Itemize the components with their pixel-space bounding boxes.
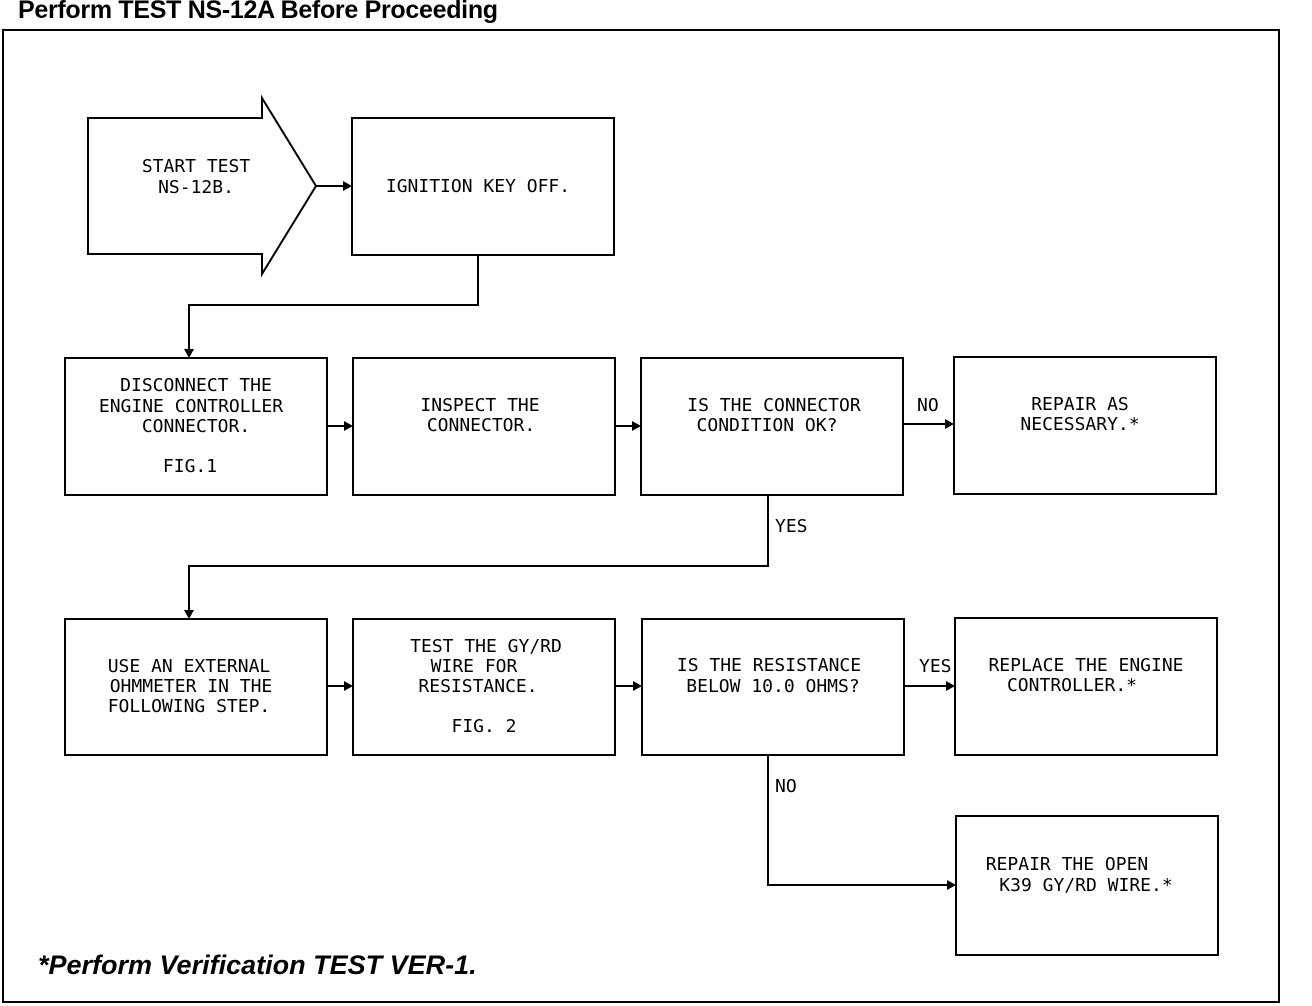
edge-label-resistance-no: NO — [775, 776, 797, 797]
page-title: Perform TEST NS-12A Before Proceeding — [18, 0, 498, 24]
node-inspect-line1: INSPECT THE — [420, 395, 539, 416]
node-ohmmeter-line2: OHMMETER IN THE — [110, 676, 273, 697]
node-disconnect-line1: DISCONNECT THE — [120, 375, 272, 396]
node-ignition-line1: IGNITION KEY OFF. — [386, 176, 570, 197]
node-ohmmeter-line1: USE AN EXTERNAL — [108, 656, 271, 677]
node-repair-open-line1: REPAIR THE OPEN — [986, 854, 1149, 875]
edge-ignition-to-disconnect — [184, 255, 479, 358]
node-disconnect-line3: CONNECTOR. — [142, 416, 250, 437]
edge-label-connector-yes: YES — [775, 516, 808, 537]
node-replace-line2: CONTROLLER.* — [1007, 675, 1137, 696]
edge-label-connector-no: NO — [917, 395, 939, 416]
node-replace: REPLACE THE ENGINE CONTROLLER.* — [954, 617, 1218, 756]
node-test-wire: TEST THE GY/RD WIRE FOR RESISTANCE. FIG.… — [352, 618, 616, 756]
node-start-line1: START TEST — [142, 156, 251, 177]
edge-test-wire-to-resistance — [615, 681, 642, 691]
node-connector-ok-line2: CONDITION OK? — [697, 415, 838, 436]
diagram-frame — [2, 29, 1280, 1003]
node-test-wire-line2: WIRE FOR — [431, 656, 518, 677]
node-repair-open-line2: K39 GY/RD WIRE.* — [999, 875, 1172, 896]
node-repair-necessary-line2: NECESSARY.* — [1020, 414, 1139, 435]
node-inspect: INSPECT THE CONNECTOR. — [352, 357, 616, 496]
node-start: START TEST NS-12B. — [87, 94, 318, 278]
node-resistance: IS THE RESISTANCE BELOW 10.0 OHMS? — [641, 618, 905, 756]
node-connector-ok: IS THE CONNECTOR CONDITION OK? — [640, 357, 904, 496]
node-ohmmeter: USE AN EXTERNAL OHMMETER IN THE FOLLOWIN… — [64, 618, 328, 756]
node-repair-necessary: REPAIR AS NECESSARY.* — [953, 356, 1217, 495]
edge-disconnect-to-inspect — [327, 421, 353, 431]
node-replace-line1: REPLACE THE ENGINE — [988, 655, 1183, 676]
node-test-wire-line3: RESISTANCE. — [418, 676, 537, 697]
node-disconnect-fig: FIG.1 — [163, 456, 217, 477]
node-connector-ok-line1: IS THE CONNECTOR — [687, 395, 861, 416]
node-disconnect: DISCONNECT THE ENGINE CONTROLLER CONNECT… — [64, 357, 328, 496]
node-repair-necessary-line1: REPAIR AS — [1031, 394, 1129, 415]
node-test-wire-line1: TEST THE GY/RD — [410, 636, 562, 657]
edge-resistance-no: NO — [767, 755, 956, 890]
node-inspect-line2: CONNECTOR. — [427, 415, 535, 436]
edge-inspect-to-connector-ok — [615, 421, 641, 431]
node-disconnect-line2: ENGINE CONTROLLER — [99, 396, 283, 417]
edge-ohmmeter-to-test-wire — [327, 681, 353, 691]
edge-start-to-ignition — [316, 181, 352, 191]
node-repair-open: REPAIR THE OPEN K39 GY/RD WIRE.* — [955, 815, 1219, 956]
edge-connector-ok-yes: YES — [184, 495, 808, 619]
node-resistance-line1: IS THE RESISTANCE — [677, 655, 861, 676]
edge-label-resistance-yes: YES — [919, 656, 952, 677]
node-test-wire-fig: FIG. 2 — [451, 716, 516, 737]
node-ignition: IGNITION KEY OFF. — [351, 117, 615, 256]
node-resistance-line2: BELOW 10.0 OHMS? — [686, 676, 859, 697]
edge-connector-ok-no: NO — [903, 395, 954, 429]
node-start-line2: NS-12B. — [158, 177, 234, 198]
node-ohmmeter-line3: FOLLOWING STEP. — [108, 696, 271, 717]
footer-note: *Perform Verification TEST VER-1. — [38, 950, 477, 980]
edge-resistance-yes: YES — [904, 656, 955, 691]
